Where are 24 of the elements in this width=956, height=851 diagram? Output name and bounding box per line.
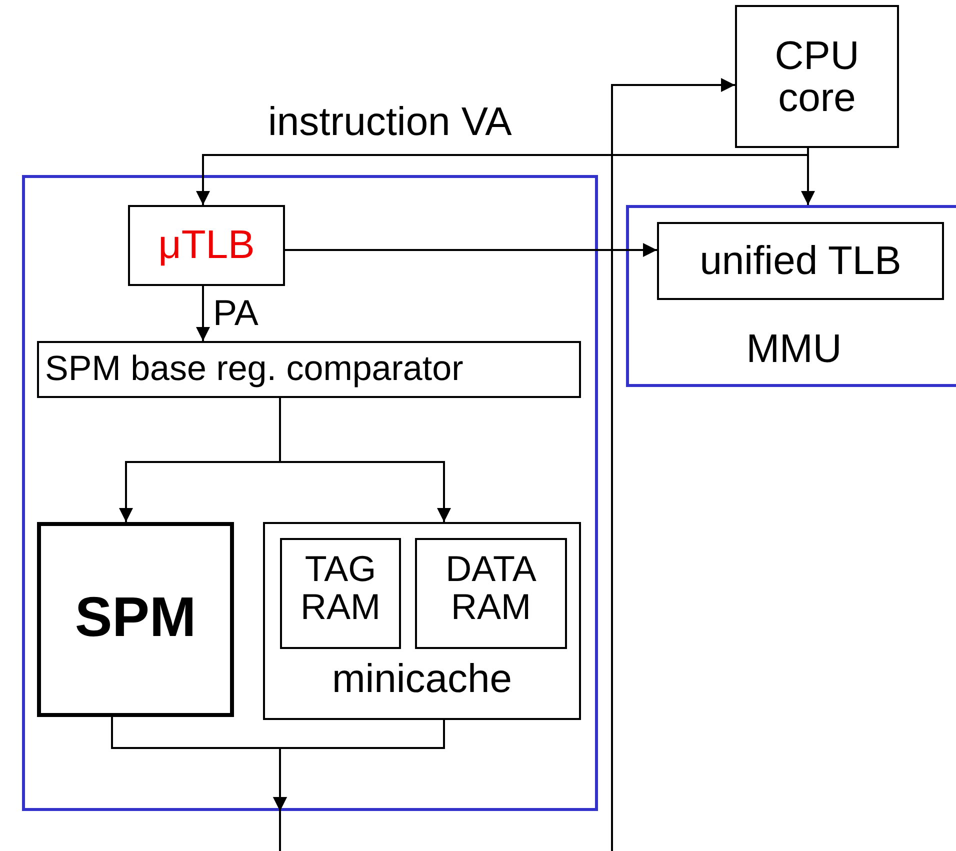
box-label: SPM [74,588,198,647]
memory-block [37,522,234,717]
process-box [128,205,285,286]
box-label: CPU core [774,35,860,119]
group-frame [22,175,598,811]
block-label: minicache [330,658,514,700]
unit-frame [626,205,956,387]
arrow [196,286,210,341]
memory-block [280,538,401,649]
box-label: SPM base reg. comparator [44,351,464,388]
frame-label: MMU [745,328,843,370]
cache-block [263,522,581,720]
memory-block [415,538,567,649]
arrow [611,78,735,851]
arrow [279,398,451,522]
box-label: unified TLB [698,240,902,282]
arrow [285,243,657,257]
box-label: TAG RAM [300,550,382,626]
process-box [37,341,581,398]
process-box [657,222,944,300]
box-label: DATA RAM [444,550,538,626]
arrow [273,720,445,811]
box-label: μTLB [157,224,256,266]
process-box [735,5,899,148]
